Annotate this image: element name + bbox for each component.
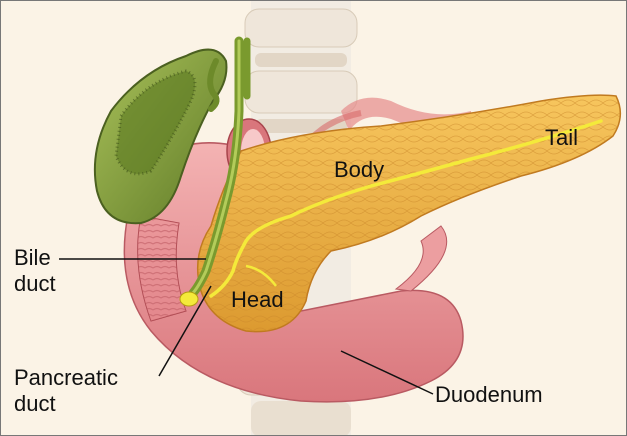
tail-label: Tail <box>545 125 578 151</box>
pancreatic-duct-label: Pancreatic duct <box>14 365 118 417</box>
head-label: Head <box>231 287 284 313</box>
bile-duct-label: Bile duct <box>14 245 56 297</box>
body-label: Body <box>334 157 384 183</box>
duodenum-label: Duodenum <box>435 382 543 408</box>
ampulla <box>180 292 198 306</box>
